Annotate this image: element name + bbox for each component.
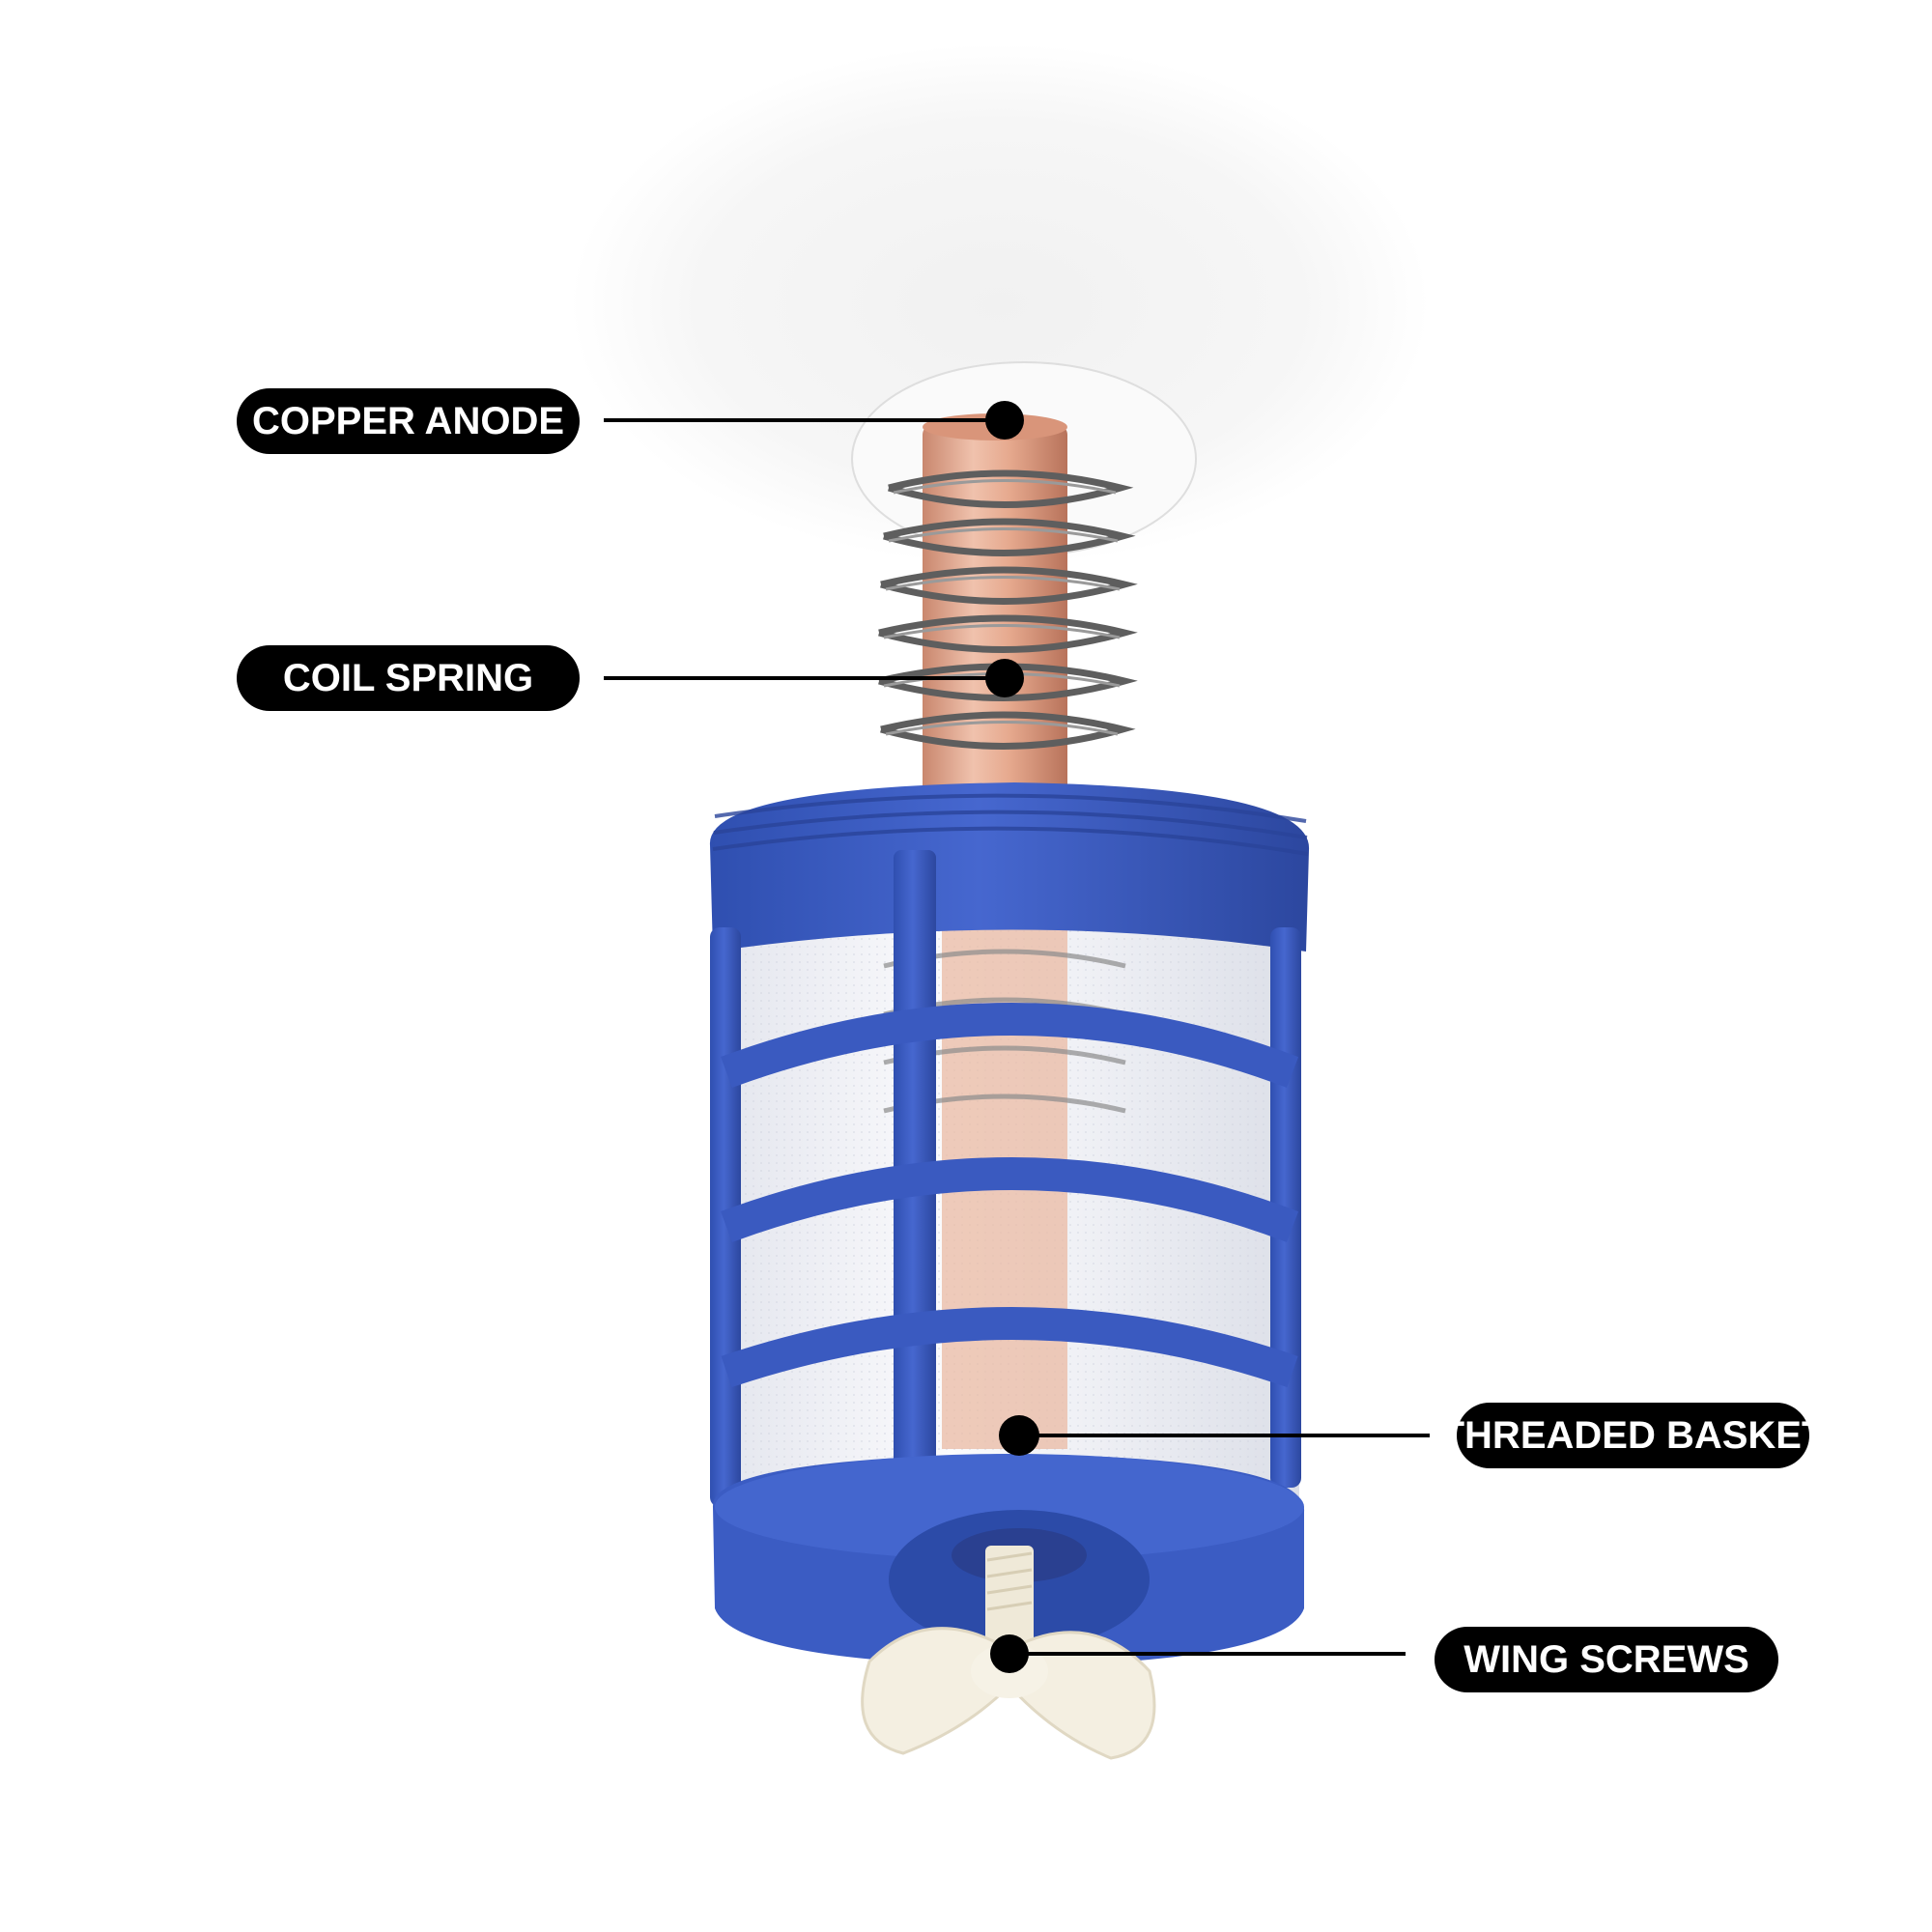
anchor-dot-copper-anode [985, 401, 1024, 440]
label-wing-screws: WING SCREWS [1435, 1627, 1778, 1692]
anchor-dot-wing-screws [990, 1634, 1029, 1673]
anchor-dot-threaded-basket [999, 1415, 1039, 1456]
label-copper-anode-text: COPPER ANODE [252, 399, 565, 442]
basket-rings [721, 1003, 1299, 1388]
label-threaded-basket: THREADED BASKET [1441, 1403, 1825, 1468]
wing-screw [861, 1546, 1156, 1760]
coil-spring [878, 469, 1138, 750]
label-coil-spring-text: COIL SPRING [282, 656, 534, 699]
label-threaded-basket-text: THREADED BASKET [1440, 1413, 1826, 1457]
shadow-disc [570, 43, 1430, 565]
anchor-dot-coil-spring [985, 659, 1024, 697]
label-coil-spring: COIL SPRING [237, 645, 580, 711]
basket-top-cap [709, 782, 1310, 952]
leader-lines [604, 418, 1430, 1656]
label-wing-screws-text: WING SCREWS [1463, 1637, 1749, 1681]
label-copper-anode: COPPER ANODE [237, 388, 580, 454]
